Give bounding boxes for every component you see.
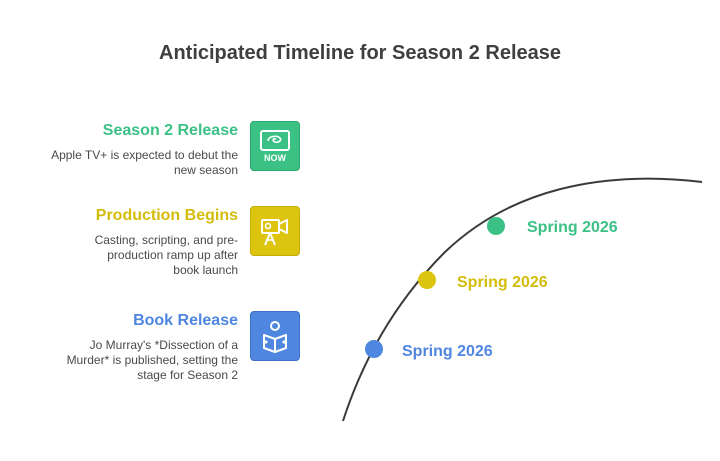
timeline-curve	[342, 177, 703, 422]
page-title: Anticipated Timeline for Season 2 Releas…	[159, 42, 561, 64]
timeline-label: Spring 2026	[402, 343, 493, 360]
timeline-label: Spring 2026	[527, 219, 618, 236]
milestone-book-release: Book Release Jo Murray's *Dissection of …	[20, 311, 300, 401]
milestone-text: Season 2 Release Apple TV+ is expected t…	[28, 121, 238, 178]
timeline-point-production-begins	[418, 271, 436, 289]
milestone-description: Apple TV+ is expected to debut the new s…	[51, 148, 238, 177]
milestone-title: Book Release	[133, 312, 238, 329]
milestone-description: Jo Murray's *Dissection of a Murder* is …	[66, 338, 238, 382]
reader-book-icon	[250, 311, 300, 361]
timeline-point-book-release	[365, 340, 383, 358]
film-camera-icon	[250, 206, 300, 256]
milestone-text: Production Begins Casting, scripting, an…	[28, 206, 238, 278]
tv-now-icon: NOW	[250, 121, 300, 171]
milestone-season-2-release: Season 2 Release Apple TV+ is expected t…	[20, 121, 300, 211]
milestone-description: Casting, scripting, and pre-production r…	[94, 233, 238, 277]
milestone-production-begins: Production Begins Casting, scripting, an…	[20, 206, 300, 296]
milestone-text: Book Release Jo Murray's *Dissection of …	[28, 311, 238, 383]
timeline-point-season-2-release	[487, 217, 505, 235]
tv-now-icon-label: NOW	[264, 153, 287, 163]
milestone-title: Season 2 Release	[102, 122, 238, 139]
timeline-label: Spring 2026	[457, 274, 548, 291]
milestone-title: Production Begins	[95, 207, 238, 224]
